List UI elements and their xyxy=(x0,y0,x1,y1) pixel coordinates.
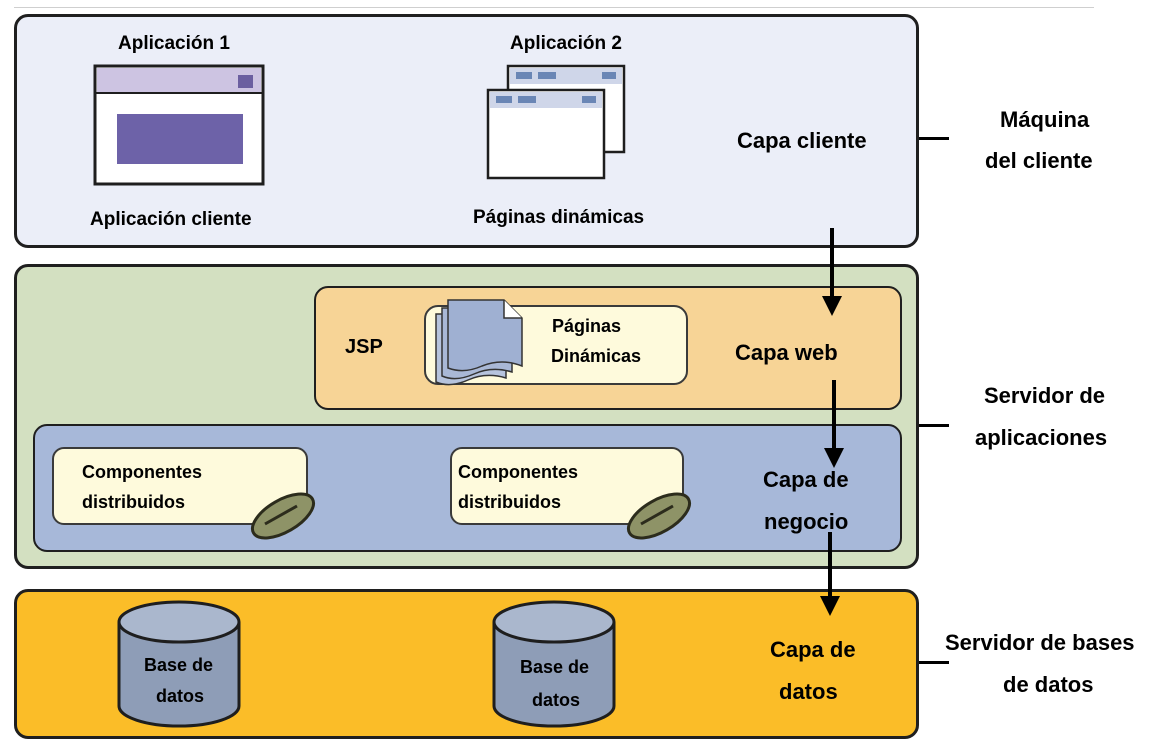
dynamic-pages-line2: Dinámicas xyxy=(551,346,642,366)
arrow-client-to-web xyxy=(822,228,842,316)
top-rule xyxy=(14,7,1094,8)
app-server-line1: Servidor de xyxy=(984,383,1106,408)
database-2-icon xyxy=(492,600,616,728)
app-server-connector xyxy=(919,424,949,427)
database-2-line2: datos xyxy=(532,690,581,710)
database-1-line1: Base de xyxy=(144,655,214,675)
component1-line1: Componentes xyxy=(82,462,203,482)
dynamic-pages-line1: Páginas xyxy=(552,316,622,336)
client-machine-connector xyxy=(919,137,949,140)
db-server-connector xyxy=(919,661,949,664)
app2-caption: Páginas dinámicas xyxy=(473,207,645,228)
client-layer-label: Capa cliente xyxy=(737,128,867,153)
db-server-line2: de datos xyxy=(1003,672,1094,697)
client-machine-line2: del cliente xyxy=(985,148,1093,173)
app2-title: Aplicación 2 xyxy=(510,33,622,54)
business-layer-label-line2: negocio xyxy=(764,509,849,534)
app1-title: Aplicación 1 xyxy=(118,33,230,54)
app-server-line2: aplicaciones xyxy=(975,425,1108,450)
db-server-line1: Servidor de bases xyxy=(945,630,1135,655)
component2-line2: distribuidos xyxy=(458,492,561,512)
database-1-line2: datos xyxy=(156,686,205,706)
app1-window-icon xyxy=(93,64,265,186)
component1-line2: distribuidos xyxy=(82,492,185,512)
document-stack-icon xyxy=(435,299,523,386)
component-1-icon xyxy=(250,492,316,540)
data-layer-label-line1: Capa de xyxy=(770,637,856,662)
jsp-label: JSP xyxy=(345,336,383,358)
database-2-line1: Base de xyxy=(520,657,590,677)
app2-pages-icon xyxy=(486,64,626,180)
app1-caption: Aplicación cliente xyxy=(90,209,252,230)
client-machine-line1: Máquina xyxy=(1000,107,1090,132)
web-layer-label: Capa web xyxy=(735,340,838,365)
database-1-icon xyxy=(117,600,241,728)
arrow-business-to-data xyxy=(820,532,840,616)
arrow-web-to-business xyxy=(824,380,844,468)
flow-arrows xyxy=(820,228,844,616)
data-layer-label-line2: datos xyxy=(779,679,838,704)
component2-line1: Componentes xyxy=(458,462,579,482)
business-layer-label-line1: Capa de xyxy=(763,467,849,492)
component-2-icon xyxy=(626,492,692,540)
